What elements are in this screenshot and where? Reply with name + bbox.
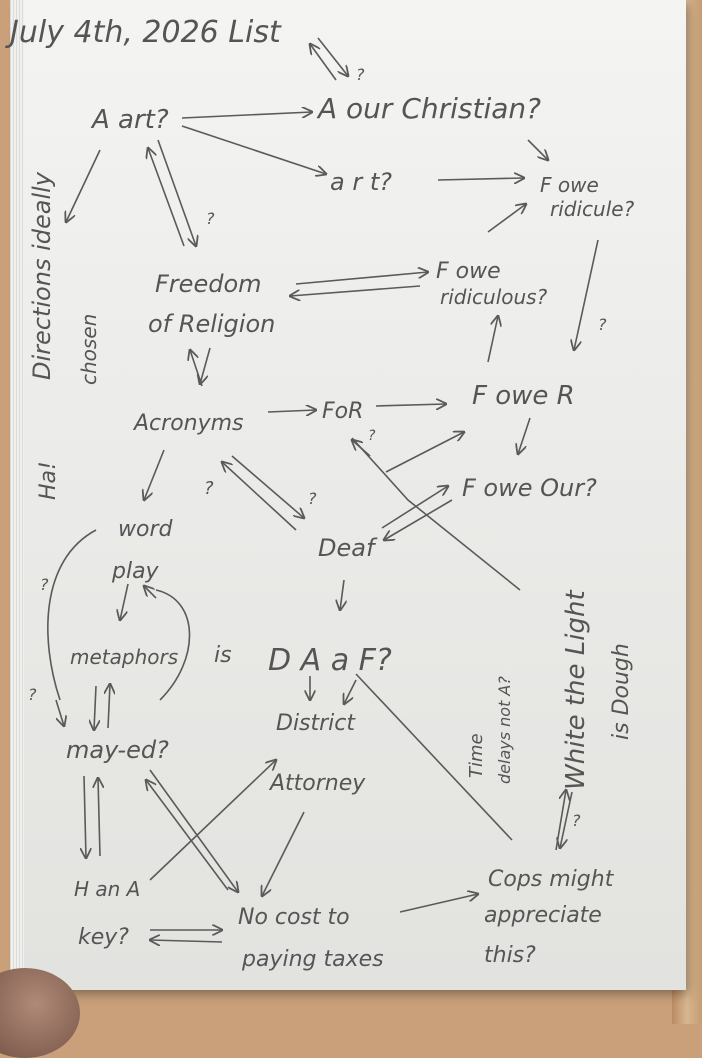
- arrow-mayed-metaphors: [108, 684, 110, 729]
- node-cops-3: this?: [484, 943, 536, 968]
- arrow-fowe-our-deaf: [384, 499, 453, 540]
- arrow-art-christian: [181, 112, 312, 119]
- arrow-deaf-fower: [385, 432, 464, 473]
- arrow-freedom-fowe-1: [295, 272, 428, 285]
- node-white-light-2: is Dough: [609, 643, 634, 740]
- arrow-art-directions: [66, 149, 101, 222]
- arrow-art-fowe: [437, 178, 524, 180]
- curve-metaphors-play: [155, 589, 191, 701]
- arrow-freedom-down: [200, 347, 211, 384]
- qmark-7: ?: [40, 575, 49, 594]
- node-cops-2: appreciate: [484, 903, 602, 928]
- node-acronyms: Acronyms: [132, 411, 244, 436]
- arrow-daf-district-2: [344, 679, 357, 704]
- node-attorney: Attorney: [268, 771, 366, 796]
- arrow-light-cops: [560, 791, 573, 848]
- node-may-ed: may-ed?: [66, 736, 169, 764]
- node-a-our-christian: A our Christian?: [316, 92, 541, 125]
- node-time-2: delays not A?: [495, 676, 514, 784]
- qmark-2: ?: [206, 209, 215, 228]
- arrow-acronyms-for: [267, 410, 316, 412]
- node-h-an-a: H an A: [74, 877, 140, 901]
- node-word: word: [118, 517, 173, 542]
- qmark-5: ?: [308, 489, 317, 508]
- arrow-key-mayed: [98, 778, 100, 857]
- arrow-attorney-nocost: [262, 811, 305, 896]
- node-deaf: Deaf: [318, 534, 378, 562]
- qmark-6: ?: [368, 428, 376, 444]
- node-fowe-ridicule-1: F owe: [540, 173, 599, 197]
- node-a-art: A art?: [90, 105, 169, 135]
- arrow-fower-up: [487, 316, 498, 363]
- node-metaphors: metaphors: [70, 645, 178, 669]
- qmark-4: ?: [204, 478, 214, 499]
- node-fowe-ridicule-2: ridicule?: [550, 197, 635, 221]
- arrow-deaf-fowe-our: [381, 486, 448, 529]
- arrow-nocost-mayed: [146, 780, 229, 891]
- page-title: July 4th, 2026 List: [5, 15, 282, 50]
- node-cops-1: Cops might: [488, 867, 615, 892]
- node-key: key?: [78, 925, 129, 950]
- arrow-ridicule-down: [574, 239, 599, 350]
- arrow-metaphors-mayed: [94, 685, 96, 730]
- arrow-title-down: [317, 37, 348, 76]
- page-edge: [10, 0, 24, 992]
- arrow-freedom-art: [148, 148, 185, 247]
- node-fowe-our: F owe Our?: [462, 474, 597, 502]
- arrow-to-for: [352, 440, 371, 457]
- node-for: FoR: [322, 399, 363, 424]
- node-district: District: [276, 711, 356, 736]
- arrow-mayed-nocost: [149, 769, 238, 892]
- node-no-cost-2: paying taxes: [241, 947, 384, 972]
- arrow-nocost-key: [150, 940, 223, 942]
- node-time-1: Time: [466, 733, 487, 778]
- arrow-fower-our: [518, 417, 531, 454]
- arrow-art-freedom: [157, 139, 196, 246]
- arrow-curve-mayed: [55, 699, 64, 726]
- arrow-christian-fowe: [527, 139, 548, 160]
- node-fowe-ridiculous-2: ridiculous?: [440, 285, 548, 309]
- node-white-light-1: White the Light: [561, 590, 591, 790]
- node-ha: Ha!: [36, 461, 61, 500]
- node-freedom-2: of Religion: [148, 310, 275, 338]
- arrow-acronyms-deaf: [231, 455, 304, 518]
- arrow-play-metaphors: [120, 583, 129, 620]
- node-a-r-t: a r t?: [330, 168, 392, 196]
- node-no-cost-1: No cost to: [238, 905, 350, 930]
- qmark-9: ?: [572, 811, 581, 830]
- notebook-page: [18, 0, 686, 990]
- curve-wordplay-mayed: [47, 529, 97, 701]
- arrow-art-art: [181, 125, 326, 174]
- arrow-for-fower: [375, 404, 446, 406]
- handwritten-diagram: July 4th, 2026 List A art? A our Christi…: [5, 15, 635, 972]
- node-directions-2: chosen: [77, 314, 101, 385]
- qmark-1: ?: [356, 65, 365, 84]
- arrow-mayed-key: [84, 775, 86, 858]
- arrow-key-district: [149, 760, 276, 881]
- arrow-ridiculous-ridicule: [487, 204, 526, 233]
- node-fowe-r: F owe R: [472, 381, 575, 411]
- node-fowe-ridiculous-1: F owe: [436, 259, 501, 284]
- arrow-deaf-acronyms: [222, 462, 297, 531]
- line-daf-cops: [355, 673, 513, 841]
- node-daf: D A a F?: [268, 643, 392, 678]
- qmark-8: ?: [28, 685, 37, 704]
- line-time-for: [351, 437, 521, 591]
- arrow-deaf-daf: [340, 579, 344, 610]
- qmark-3: ?: [598, 315, 607, 334]
- node-is: is: [214, 643, 232, 668]
- arrow-freedom-fowe-2: [290, 285, 421, 296]
- node-freedom-1: Freedom: [155, 270, 262, 298]
- arrow-nocost-cops: [399, 894, 478, 913]
- node-play: play: [111, 559, 160, 584]
- arrow-curve-play: [144, 586, 157, 599]
- node-directions-1: Directions ideally: [28, 171, 56, 380]
- arrow-acronyms-wordplay: [144, 449, 165, 500]
- arrow-title-up: [310, 44, 337, 81]
